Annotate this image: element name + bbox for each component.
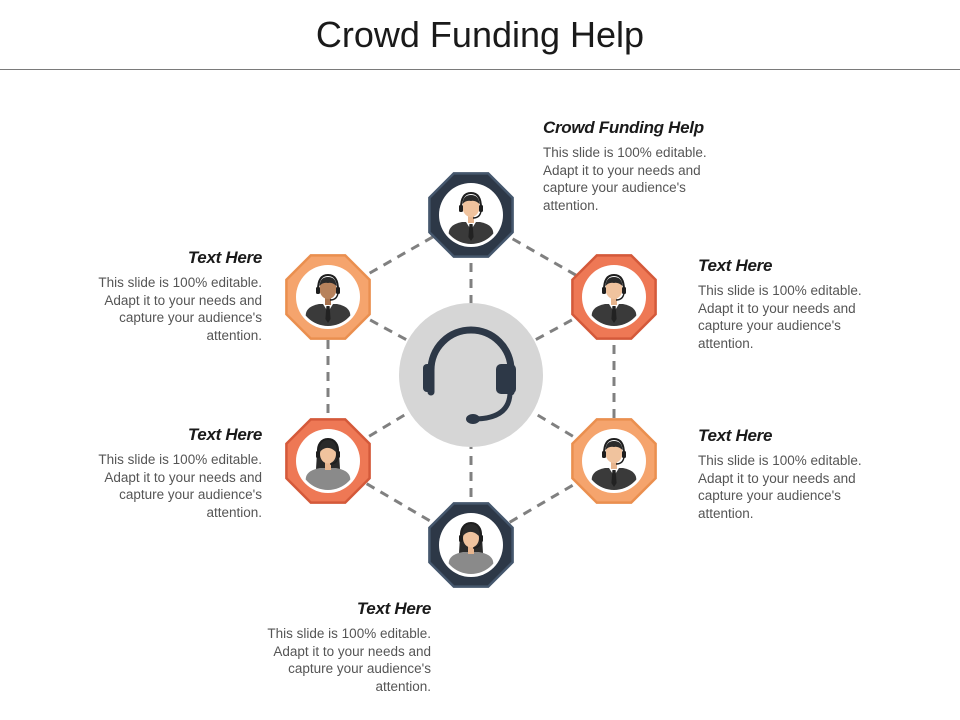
text-block-body: This slide is 100% editable. Adapt it to… — [98, 452, 262, 520]
text-block-heading: Text Here — [187, 425, 262, 444]
center-hub — [399, 303, 543, 447]
connector-line — [470, 459, 615, 547]
node-lower-right — [571, 418, 657, 504]
text-block-heading: Text Here — [698, 256, 773, 275]
text-block-body: This slide is 100% editable. Adapt it to… — [98, 275, 262, 343]
page-title: Crowd Funding Help — [315, 14, 645, 55]
text-block-body: This slide is 100% editable. Adapt it to… — [543, 145, 707, 213]
node-top — [428, 172, 514, 258]
text-block-body: This slide is 100% editable. Adapt it to… — [267, 626, 431, 694]
connector-line — [327, 459, 472, 547]
connector-line — [470, 213, 615, 299]
text-block-heading: Text Here — [356, 599, 431, 618]
connector-line — [327, 373, 472, 463]
text-block-body: This slide is 100% editable. Adapt it to… — [698, 283, 862, 351]
text-block-bottom: Text Here This slide is 100% editable. A… — [241, 599, 431, 695]
headset-icon — [423, 326, 516, 424]
text-block-heading: Text Here — [698, 426, 773, 445]
node-upper-left — [285, 254, 371, 340]
node-bottom — [428, 502, 514, 588]
text-block-upper-left: Text Here This slide is 100% editable. A… — [72, 248, 262, 344]
title-divider — [0, 69, 960, 70]
text-block-lower-right: Text Here This slide is 100% editable. A… — [698, 426, 888, 522]
connector-line — [327, 213, 472, 299]
text-block-upper-right: Text Here This slide is 100% editable. A… — [698, 256, 888, 352]
text-block-heading: Crowd Funding Help — [543, 118, 704, 137]
node-lower-left — [285, 418, 371, 504]
text-block-lower-left: Text Here This slide is 100% editable. A… — [72, 425, 262, 521]
text-block-heading: Text Here — [187, 248, 262, 267]
connector-line — [470, 373, 615, 463]
text-block-body: This slide is 100% editable. Adapt it to… — [698, 453, 862, 521]
node-upper-right — [571, 254, 657, 340]
text-block-top: Crowd Funding Help This slide is 100% ed… — [543, 118, 733, 214]
